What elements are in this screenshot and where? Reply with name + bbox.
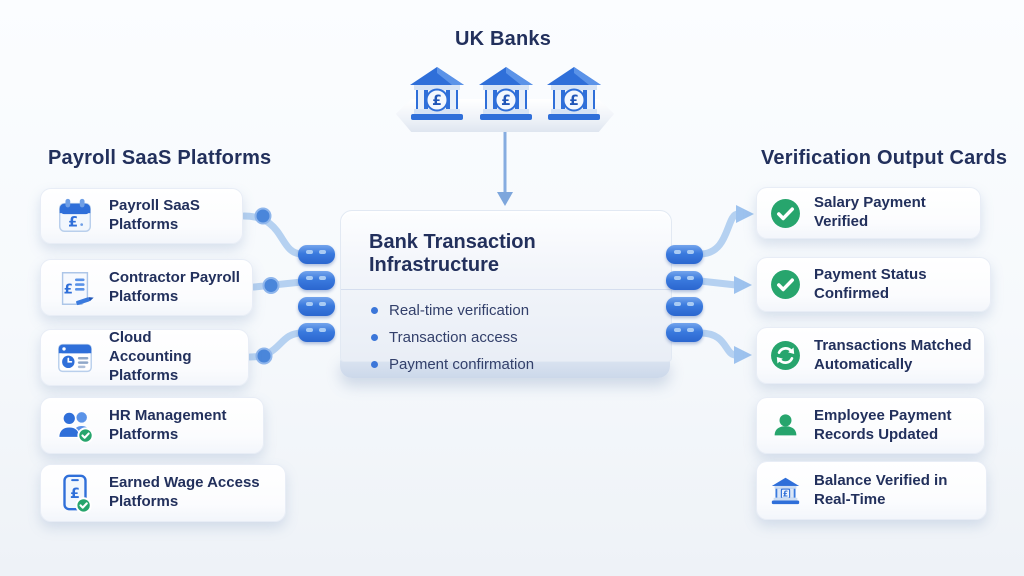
check-circle-icon — [771, 198, 800, 228]
feature-item: Payment confirmation — [371, 356, 671, 383]
left-column-heading: Payroll SaaS Platforms — [48, 147, 272, 169]
svg-text:£: £ — [783, 489, 788, 498]
card-label: Transactions Matched Automatically — [814, 336, 972, 373]
card-label: Payment Status Confirmed — [814, 265, 927, 302]
center-box-title: Bank Transaction Infrastructure — [341, 211, 671, 290]
bank-pound-icon: £ — [771, 477, 800, 505]
card-salary-payment-verified[interactable]: Salary Payment Verified — [756, 187, 981, 239]
card-label: Cloud Accounting Platforms — [109, 329, 192, 384]
employee-icon — [774, 414, 797, 439]
card-payment-status-confirmed[interactable]: Payment Status Confirmed — [756, 257, 991, 312]
card-label: Salary Payment Verified — [814, 194, 926, 230]
card-hr-management-platforms[interactable]: HR Management Platforms — [40, 397, 264, 454]
card-label: Contractor Payroll Platforms — [109, 268, 240, 305]
card-employee-payment-records-updated[interactable]: Employee Payment Records Updated — [756, 397, 985, 454]
input-port — [298, 245, 335, 264]
card-label: Balance Verified in Real-Time — [814, 471, 948, 508]
svg-text:£: £ — [569, 93, 579, 109]
card-label: Employee Payment Records Updated — [814, 406, 952, 443]
check-circle-icon — [771, 270, 800, 299]
bank-pound-icon: £ — [410, 67, 464, 120]
card-label: HR Management Platforms — [109, 406, 227, 443]
card-payroll-saas-platforms[interactable]: £ Payroll SaaS Platforms — [40, 188, 243, 244]
svg-text:£: £ — [70, 486, 80, 502]
bank-transaction-infrastructure-box: Bank Transaction Infrastructure Real-tim… — [340, 210, 672, 373]
card-label: Payroll SaaS Platforms — [109, 197, 200, 233]
card-cloud-accounting-platforms[interactable]: Cloud Accounting Platforms — [40, 329, 249, 386]
feature-item: Transaction access — [371, 329, 671, 356]
svg-text:£: £ — [64, 282, 73, 297]
center-box-feature-list: Real-time verification Transaction acces… — [341, 302, 671, 383]
svg-text:£: £ — [432, 93, 442, 109]
bank-pound-icon: £ — [547, 67, 601, 120]
input-port — [298, 323, 335, 342]
output-port — [666, 297, 703, 316]
browser-clock-icon — [58, 343, 92, 372]
svg-text:£: £ — [68, 215, 78, 231]
bank-pound-icon: £ — [479, 67, 533, 120]
card-earned-wage-access-platforms[interactable]: £ Earned Wage Access Platforms — [40, 464, 286, 522]
feature-item: Real-time verification — [371, 302, 671, 329]
payslip-pound-icon: £ — [61, 271, 94, 305]
input-port — [298, 271, 335, 290]
phone-pound-check-icon: £ — [63, 474, 92, 514]
card-contractor-payroll-platforms[interactable]: £ Contractor Payroll Platforms — [40, 259, 253, 316]
input-port — [298, 297, 335, 316]
uk-banks-title: UK Banks — [454, 28, 552, 50]
output-port — [666, 323, 703, 342]
output-port — [666, 245, 703, 264]
output-port — [666, 271, 703, 290]
card-label: Earned Wage Access Platforms — [109, 474, 260, 510]
calendar-pound-icon: £ — [59, 198, 91, 232]
card-balance-verified-in-real-time[interactable]: £ Balance Verified in Real-Time — [756, 461, 987, 520]
card-transactions-matched-automatically[interactable]: Transactions Matched Automatically — [756, 327, 985, 384]
svg-text:£: £ — [501, 93, 511, 109]
right-column-heading: Verification Output Cards — [761, 147, 1008, 169]
people-check-icon — [58, 411, 94, 444]
sync-circle-icon — [771, 341, 800, 370]
